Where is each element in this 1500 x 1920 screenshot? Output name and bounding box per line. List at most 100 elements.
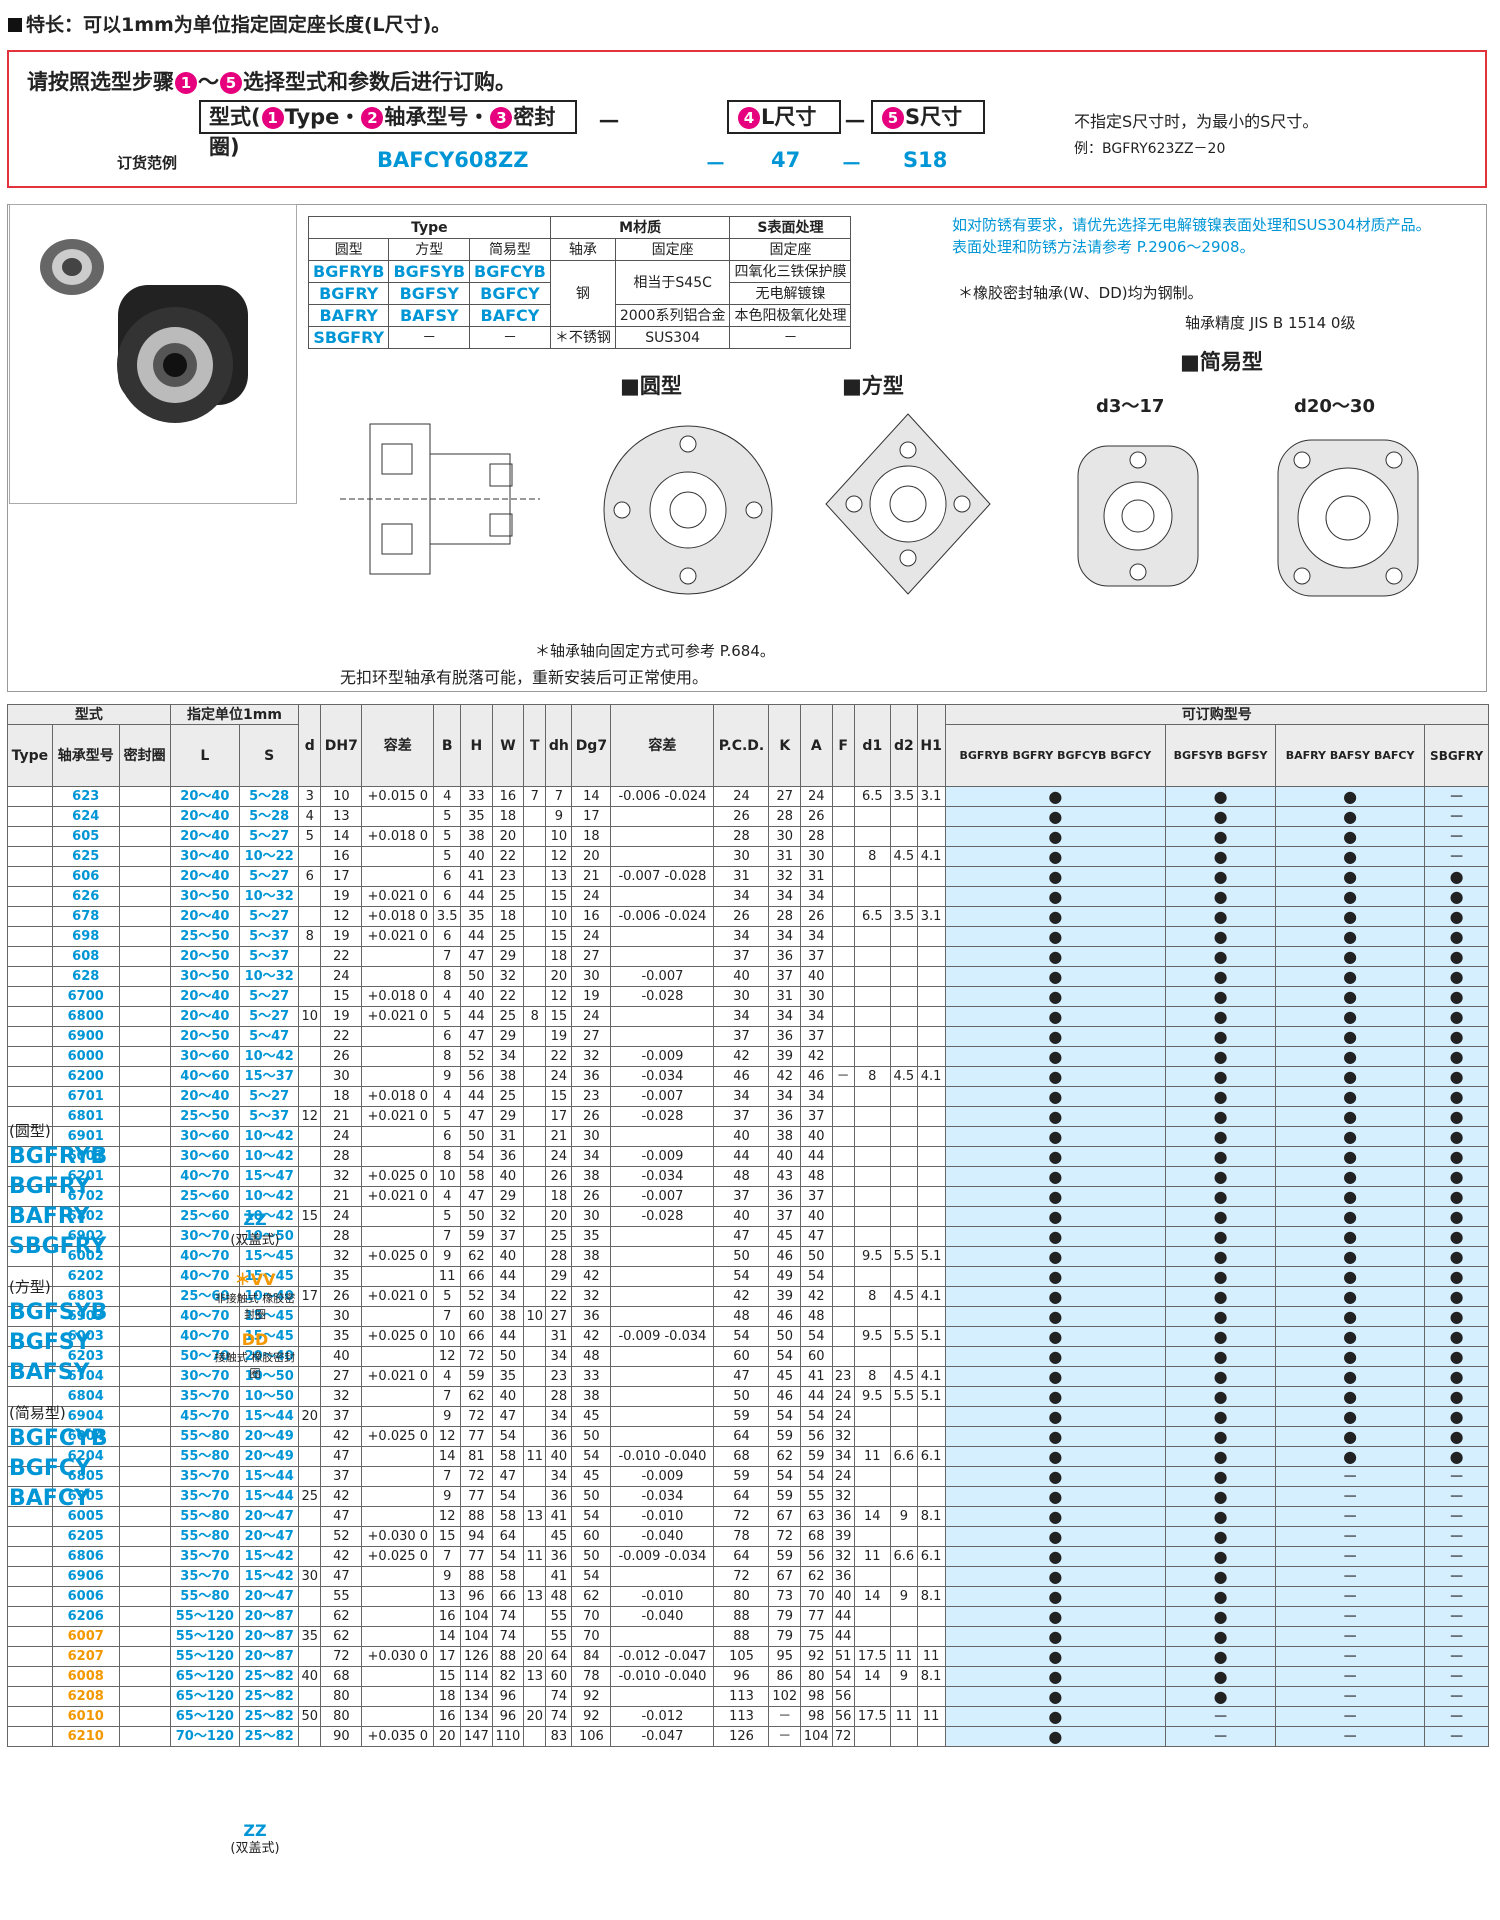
table-cell: 41	[800, 1366, 833, 1387]
table-cell	[361, 1466, 435, 1487]
table-cell	[610, 1286, 715, 1307]
table-cell: 15	[433, 1526, 462, 1547]
table-cell	[853, 866, 891, 887]
type-cell	[7, 986, 53, 1007]
orderable-mark: ●	[1165, 1406, 1276, 1427]
table-cell: 10	[433, 1326, 462, 1347]
bearing-model: 6805	[51, 1466, 120, 1487]
table-cell	[916, 1206, 946, 1227]
table-cell: 15～45	[239, 1266, 300, 1287]
table-cell: 10	[433, 1166, 462, 1187]
table-cell	[523, 1686, 547, 1707]
table-cell: -0.006 -0.024	[610, 906, 715, 927]
table-cell: 102	[768, 1686, 802, 1707]
table-cell	[361, 1666, 435, 1687]
table-cell: 59	[768, 1546, 802, 1567]
orderable-mark: ●	[1424, 1406, 1489, 1427]
table-cell: 5～37	[239, 946, 300, 967]
table-cell	[889, 1526, 918, 1547]
table-cell	[916, 1126, 946, 1147]
table-cell: 9.5	[853, 1246, 891, 1267]
table-cell: 30～50	[169, 886, 241, 907]
table-cell: 34	[545, 1406, 573, 1427]
table-cell: 60	[460, 1306, 493, 1327]
table-cell: -0.034	[610, 1486, 715, 1507]
table-cell	[361, 1706, 435, 1727]
bearing-model: 625	[51, 846, 120, 867]
table-cell: 45	[768, 1366, 802, 1387]
table-cell	[889, 966, 918, 987]
table-cell: 40	[298, 1666, 322, 1687]
table-cell	[853, 806, 891, 827]
table-cell: 50	[713, 1246, 770, 1267]
table-cell: 20	[545, 1206, 573, 1227]
orderable-mark: ●	[1274, 906, 1426, 927]
table-cell: 66	[460, 1326, 493, 1347]
table-cell	[523, 1186, 547, 1207]
table-cell	[831, 1006, 855, 1027]
orderable-mark: ●	[944, 1546, 1167, 1567]
d20-30-label: d20～30	[1294, 396, 1375, 417]
table-cell: 13	[523, 1586, 547, 1607]
table-cell	[523, 1566, 547, 1587]
table-cell: +0.021 0	[361, 1286, 435, 1307]
table-cell: 5	[433, 1286, 462, 1307]
table-cell: 25	[491, 1006, 525, 1027]
table-cell: 86	[768, 1666, 802, 1687]
order-example-type: BAFCY608ZZ	[377, 148, 529, 172]
orderable-mark: ●	[1424, 1346, 1489, 1367]
table-cell	[298, 1266, 322, 1287]
table-cell	[889, 1466, 918, 1487]
table-cell: 38	[571, 1386, 612, 1407]
table-cell: 34	[713, 926, 770, 947]
bearing-model: 6205	[51, 1526, 120, 1547]
table-cell	[523, 1246, 547, 1267]
table-cell: 54	[713, 1266, 770, 1287]
table-cell: 56	[831, 1706, 855, 1727]
table-cell: 20	[523, 1646, 547, 1667]
table-cell: 44	[460, 1006, 493, 1027]
table-cell: 21	[320, 1106, 363, 1127]
type-cell	[7, 1146, 53, 1167]
bearing-model: 6000	[51, 1046, 120, 1067]
table-cell: 36	[491, 1146, 525, 1167]
table-cell: 22	[491, 846, 525, 867]
table-cell: 96	[713, 1666, 770, 1687]
table-cell: 66	[491, 1586, 525, 1607]
rust-note: 如对防锈有要求，请优先选择无电解镀镍表面处理和SUS304材质产品。表面处理和防…	[952, 216, 1431, 256]
orderable-mark: ●	[944, 1446, 1167, 1467]
table-cell	[853, 886, 891, 907]
table-cell: 47	[460, 946, 493, 967]
table-cell: 14	[853, 1506, 891, 1527]
orderable-mark: ●	[944, 1046, 1167, 1067]
table-cell	[916, 1306, 946, 1327]
table-cell: 14	[433, 1446, 462, 1467]
table-cell: 40	[800, 1206, 833, 1227]
table-cell: 18	[545, 1186, 573, 1207]
table-cell: 15～44	[239, 1486, 300, 1507]
orderable-mark: ●	[944, 1286, 1167, 1307]
table-cell: 72	[831, 1726, 855, 1747]
table-cell: 41	[545, 1506, 573, 1527]
table-cell	[523, 1346, 547, 1367]
table-cell: 28	[768, 806, 802, 827]
simple-type-small-drawing	[1077, 445, 1199, 587]
table-cell	[916, 1426, 946, 1447]
table-cell: 50	[460, 1126, 493, 1147]
table-cell	[610, 1266, 715, 1287]
orderable-mark: ●	[1165, 886, 1276, 907]
table-cell	[889, 946, 918, 967]
table-cell	[523, 806, 547, 827]
table-cell: 17	[298, 1286, 322, 1307]
table-cell: 92	[800, 1646, 833, 1667]
orderable-mark: ●	[1424, 906, 1489, 927]
table-cell: 104	[800, 1726, 833, 1747]
